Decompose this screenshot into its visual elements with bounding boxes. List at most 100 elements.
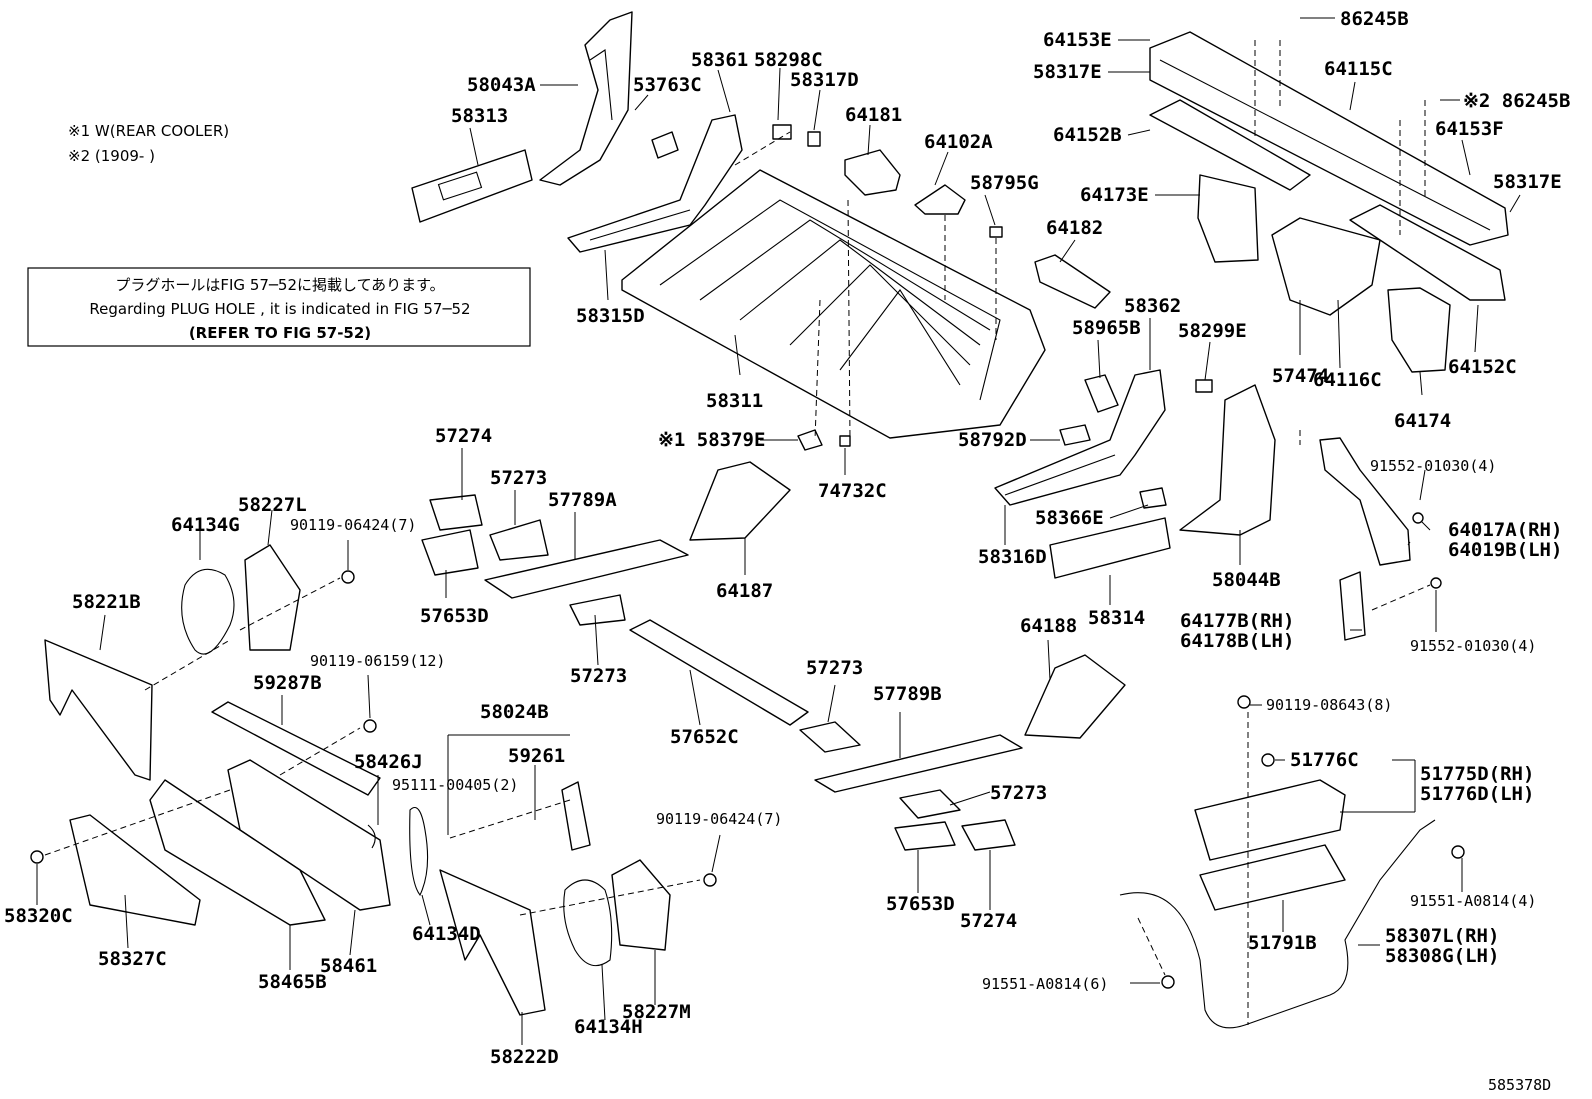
label-58317D: 58317D: [790, 69, 859, 91]
part-53763C-drawing: [651, 131, 679, 159]
part-57274-upper-drawing: [429, 494, 483, 531]
part-57652C-drawing: [629, 619, 809, 726]
label-58307L: 58307L(RH): [1385, 925, 1499, 947]
label-57274-top: 57274: [435, 425, 492, 447]
label-64019B: 64019B(LH): [1448, 539, 1562, 561]
label-59287B: 59287B: [253, 672, 322, 694]
label-91551-A0814-lower: 91551-A0814(6): [982, 975, 1108, 993]
part-64152C-drawing: [1349, 204, 1506, 301]
note-date-range: ※2 (1909- ): [68, 147, 155, 165]
part-57653D-lower-drawing: [894, 821, 956, 851]
label-58227L: 58227L: [238, 494, 307, 516]
part-64017A-drawing: [1319, 437, 1411, 566]
bolt-51776C-icon: [1261, 753, 1275, 767]
bolt-90119-08643-icon: [1237, 695, 1251, 709]
label-64153E: 64153E: [1043, 29, 1112, 51]
part-58327C-drawing: [69, 814, 201, 926]
part-59261-drawing: [561, 781, 591, 851]
label-58795G: 58795G: [970, 172, 1039, 194]
part-57273-upper-drawing: [489, 519, 549, 561]
label-58315D: 58315D: [576, 305, 645, 327]
part-64188-drawing: [1024, 654, 1126, 739]
plug-hole-reference-box: [27, 267, 531, 347]
label-91552-01030-lower: 91552-01030(4): [1410, 637, 1536, 655]
bolt-90119-06424-lower-icon: [703, 873, 717, 887]
label-64116C: 64116C: [1313, 369, 1382, 391]
part-64134G-drawing: [181, 568, 235, 655]
part-58426J-drawing: [367, 824, 376, 849]
bolt-58320C-icon: [30, 850, 44, 864]
part-58314-drawing: [1049, 517, 1171, 579]
label-64187: 64187: [716, 580, 773, 602]
part-58313-drawing: [411, 149, 533, 223]
leader-lines: [36, 17, 1521, 1045]
bolt-90119-06424-upper-icon: [341, 570, 355, 584]
label-64181: 64181: [845, 104, 902, 126]
part-58379E-drawing: [797, 429, 823, 451]
label-64152B: 64152B: [1053, 124, 1122, 146]
label-57273-lower: 57273: [990, 782, 1047, 804]
part-number-labels: 58043A 58313 53763C 58361 58298C 58317D …: [4, 8, 1570, 1068]
part-58227L-drawing: [244, 544, 301, 651]
ref-box-japanese: プラグホールはFIG 57─52に掲載してあります。: [115, 276, 444, 294]
part-58361-58315D-drawing: [567, 114, 743, 253]
label-64153F: 64153F: [1435, 118, 1504, 140]
label-58314: 58314: [1088, 607, 1145, 629]
part-58465B-drawing: [149, 779, 326, 926]
label-58298C: 58298C: [754, 49, 823, 71]
bolt-91551-A0814-upper-icon: [1451, 845, 1465, 859]
part-58311-floor-pan-drawing: [621, 169, 1046, 439]
label-58317E-right: 58317E: [1493, 171, 1562, 193]
part-58795G-drawing: [989, 226, 1003, 238]
label-58361: 58361: [691, 49, 748, 71]
label-57789B: 57789B: [873, 683, 942, 705]
label-51776C: 51776C: [1290, 749, 1359, 771]
figure-code: 585378D: [1488, 1076, 1551, 1094]
label-64173E: 64173E: [1080, 184, 1149, 206]
label-51791B: 51791B: [1248, 932, 1317, 954]
label-58965B: 58965B: [1072, 317, 1141, 339]
part-57789B-drawing: [814, 734, 1023, 793]
part-59287B-drawing: [211, 701, 381, 796]
part-58221B-drawing: [44, 639, 153, 781]
label-58024B: 58024B: [480, 701, 549, 723]
label-57474: 57474: [1272, 365, 1329, 387]
label-90119-08643: 90119-08643(8): [1266, 696, 1392, 714]
label-58316D: 58316D: [978, 546, 1047, 568]
label-57789A: 57789A: [548, 489, 617, 511]
label-57273-top: 57273: [490, 467, 547, 489]
label-58227M: 58227M: [622, 1001, 691, 1023]
part-58298C-drawing: [772, 124, 792, 140]
label-58320C: 58320C: [4, 905, 73, 927]
label-86245B-note2: ※2 86245B: [1463, 90, 1570, 112]
label-53763C: 53763C: [633, 74, 702, 96]
part-58792D-drawing: [1059, 424, 1091, 446]
part-64177B-drawing: [1339, 571, 1366, 641]
part-58965B-drawing: [1084, 374, 1119, 413]
part-51791B-drawing: [1199, 844, 1346, 911]
label-58327C: 58327C: [98, 948, 167, 970]
part-57653D-upper-drawing: [421, 529, 479, 576]
bolt-90119-06159-icon: [363, 719, 377, 733]
bolt-91551-A0814-lower-icon: [1161, 975, 1175, 989]
label-57653D-lower: 57653D: [886, 893, 955, 915]
part-58227M-drawing: [611, 859, 671, 951]
part-64134H-drawing: [563, 879, 613, 967]
part-57273-lower-mid-drawing: [799, 721, 861, 753]
part-57273-mid-drawing: [569, 594, 626, 626]
part-58362-58316D-drawing: [994, 369, 1166, 506]
label-91551-A0814-upper: 91551-A0814(4): [1410, 892, 1536, 910]
part-64115C-crossmember-drawing: [1149, 31, 1509, 246]
label-58299E: 58299E: [1178, 320, 1247, 342]
label-74732C: 74732C: [818, 480, 887, 502]
label-64177B: 64177B(RH): [1180, 610, 1294, 632]
label-58792D: 58792D: [958, 429, 1027, 451]
label-64017A: 64017A(RH): [1448, 519, 1562, 541]
label-86245B-top: 86245B: [1340, 8, 1409, 30]
label-57274-lower: 57274: [960, 910, 1017, 932]
label-58317E-top: 58317E: [1033, 61, 1102, 83]
label-58379E: ※1 58379E: [658, 429, 765, 451]
part-57789A-drawing: [484, 539, 689, 599]
